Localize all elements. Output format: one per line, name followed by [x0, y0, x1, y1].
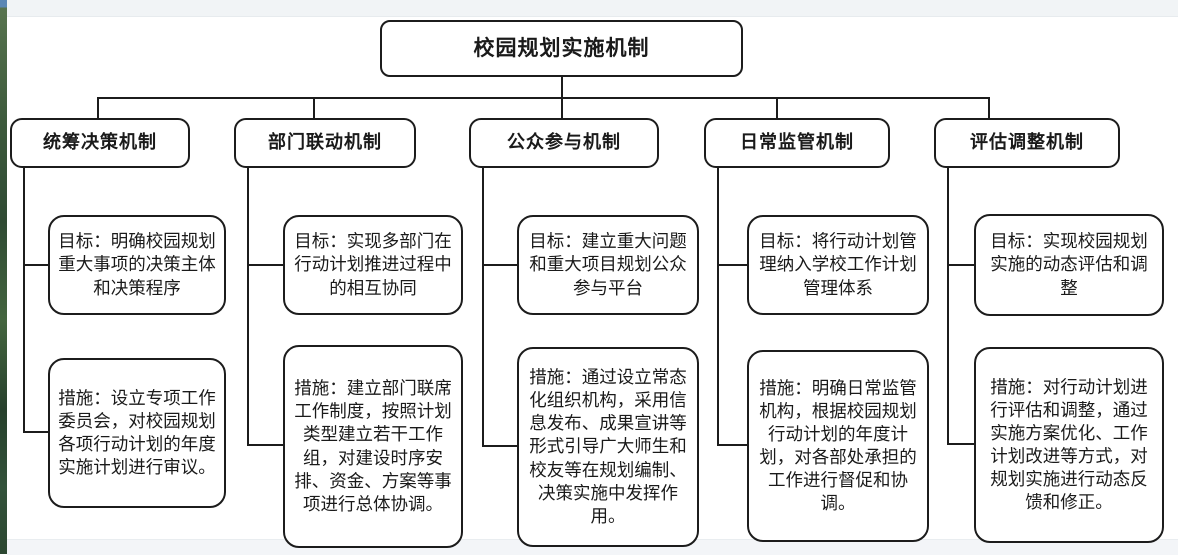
branch-label-3: 公众参与机制 — [507, 132, 621, 153]
measure-box-1: 措施：设立专项工作委员会，对校园规划各项行动计划的年度实施计划进行审议。 — [48, 358, 226, 508]
connector-branch-4-spine — [717, 168, 719, 446]
goal-box-1: 目标：明确校园规划重大事项的决策主体和决策程序 — [48, 215, 226, 315]
connector-drop-branch-5 — [988, 97, 990, 118]
connector-drop-branch-3 — [561, 97, 563, 118]
measure-text-1: 措施：设立专项工作委员会，对校园规划各项行动计划的年度实施计划进行审议。 — [58, 387, 216, 478]
measure-box-5: 措施：对行动计划进行评估和调整，通过实施方案优化、工作计划改进等方式，对规划实施… — [974, 347, 1164, 543]
connector-branch-2-spine — [247, 168, 249, 446]
connector-branch-2-measure-stub — [247, 444, 283, 446]
branch-label-5: 评估调整机制 — [970, 132, 1084, 153]
branch-label-4: 日常监管机制 — [740, 132, 854, 153]
branch-label-1: 统筹决策机制 — [43, 132, 157, 153]
connector-branch-3-goal-stub — [482, 264, 517, 266]
connector-drop-branch-2 — [313, 97, 315, 118]
connector-branch-4-measure-stub — [717, 444, 747, 446]
connector-branch-1-goal-stub — [23, 264, 48, 266]
branch-box-2: 部门联动机制 — [234, 118, 416, 168]
goal-text-3: 目标：建立重大问题和重大项目规划公众参与平台 — [529, 231, 687, 298]
connector-branch-1-measure-stub — [23, 431, 48, 433]
root-node-label: 校园规划实施机制 — [473, 35, 650, 60]
desktop-edge-strip — [0, 0, 7, 554]
goal-text-5: 目标：实现校园规划实施的动态评估和调整 — [990, 231, 1148, 298]
goal-text-2: 目标：实现多部门在行动计划推进过程中的相互协同 — [294, 231, 452, 298]
measure-box-3: 措施：通过设立常态化组织机构，采用信息发布、成果宣讲等形式引导广大师生和校友等在… — [517, 347, 699, 547]
goal-text-4: 目标：将行动计划管理纳入学校工作计划管理体系 — [759, 231, 917, 298]
connector-horizontal-bar — [97, 97, 990, 99]
connector-branch-4-goal-stub — [717, 264, 747, 266]
branch-box-1: 统筹决策机制 — [10, 118, 190, 168]
connector-branch-1-spine — [23, 168, 25, 433]
branch-box-5: 评估调整机制 — [934, 118, 1120, 168]
window-top-bar — [7, 0, 1178, 17]
goal-box-5: 目标：实现校园规划实施的动态评估和调整 — [974, 214, 1164, 316]
connector-branch-2-goal-stub — [247, 264, 283, 266]
connector-branch-5-spine — [947, 168, 949, 445]
measure-text-5: 措施：对行动计划进行评估和调整，通过实施方案优化、工作计划改进等方式，对规划实施… — [990, 376, 1148, 513]
connector-branch-5-goal-stub — [947, 264, 974, 266]
connector-branch-5-measure-stub — [947, 443, 974, 445]
connector-branch-3-measure-stub — [482, 445, 517, 447]
measure-text-4: 措施：明确日常监管机构，根据校园规划行动计划的年度计划，对各部处承担的工作进行督… — [759, 377, 917, 514]
measure-text-3: 措施：通过设立常态化组织机构，采用信息发布、成果宣讲等形式引导广大师生和校友等在… — [529, 367, 687, 526]
measure-box-4: 措施：明确日常监管机构，根据校园规划行动计划的年度计划，对各部处承担的工作进行督… — [747, 350, 929, 542]
connector-branch-3-spine — [482, 168, 484, 447]
measure-box-2: 措施：建立部门联席工作制度，按照计划类型建立若干工作组，对建设时序安排、资金、方… — [283, 345, 463, 548]
connector-drop-branch-1 — [97, 97, 99, 118]
connector-drop-branch-4 — [776, 97, 778, 118]
goal-box-3: 目标：建立重大问题和重大项目规划公众参与平台 — [517, 215, 699, 315]
connector-root-drop — [561, 77, 563, 98]
goal-text-1: 目标：明确校园规划重大事项的决策主体和决策程序 — [58, 231, 216, 298]
root-node-box: 校园规划实施机制 — [380, 20, 743, 77]
branch-box-3: 公众参与机制 — [469, 118, 659, 168]
goal-box-2: 目标：实现多部门在行动计划推进过程中的相互协同 — [283, 215, 463, 315]
measure-text-2: 措施：建立部门联席工作制度，按照计划类型建立若干工作组，对建设时序安排、资金、方… — [294, 378, 452, 514]
branch-box-4: 日常监管机制 — [704, 118, 890, 168]
branch-label-2: 部门联动机制 — [268, 132, 382, 153]
goal-box-4: 目标：将行动计划管理纳入学校工作计划管理体系 — [747, 215, 929, 315]
